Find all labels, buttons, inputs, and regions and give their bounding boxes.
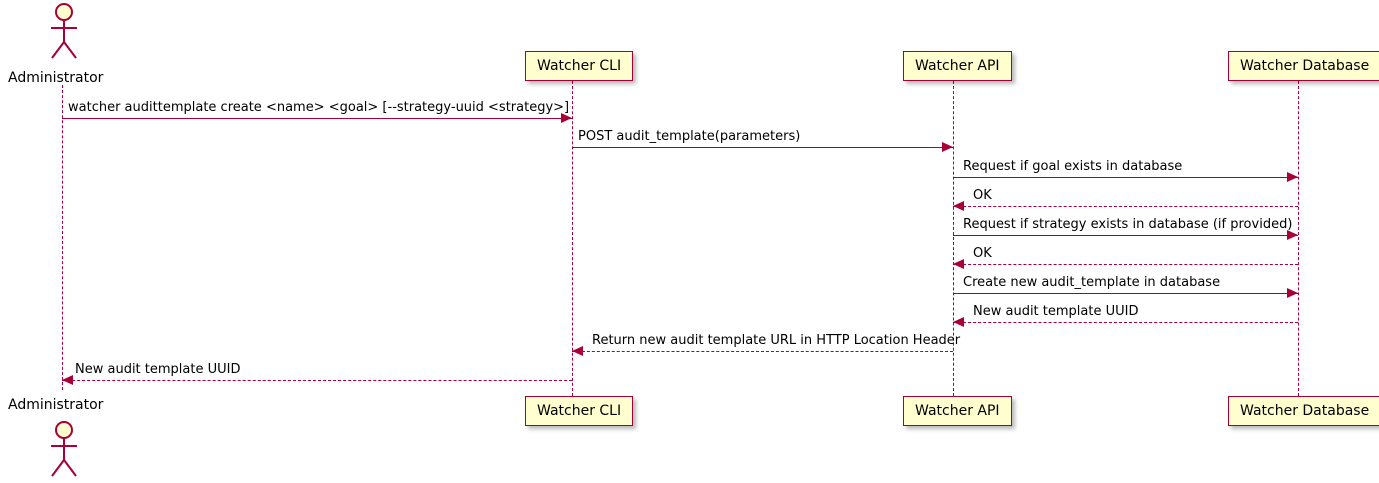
- message-8-label: New audit template UUID: [973, 304, 1139, 319]
- message-3-arrowhead: [1287, 172, 1298, 182]
- message-9-label: Return new audit template URL in HTTP Lo…: [592, 333, 961, 348]
- participant-watcher-api-bottom[interactable]: Watcher API: [903, 396, 1012, 426]
- lifeline-administrator: [62, 85, 63, 390]
- participant-watcher-cli-top[interactable]: Watcher CLI: [525, 51, 634, 81]
- lifeline-watcher-api: [953, 81, 954, 396]
- message-3-line: [953, 177, 1298, 178]
- message-5-line: [953, 235, 1298, 236]
- message-1-label: watcher audittemplate create <name> <goa…: [68, 100, 570, 115]
- message-1-arrowhead: [561, 113, 572, 123]
- participant-watcher-cli-bottom[interactable]: Watcher CLI: [525, 396, 634, 426]
- message-1-line: [62, 118, 572, 119]
- actor-label-administrator-top: Administrator: [8, 70, 104, 86]
- message-10-label: New audit template UUID: [75, 362, 241, 377]
- message-8-arrowhead: [953, 317, 964, 327]
- lifeline-watcher-cli: [572, 81, 573, 396]
- message-6-arrowhead: [953, 259, 964, 269]
- message-5-label: Request if strategy exists in database (…: [963, 217, 1293, 232]
- message-6-line: [953, 264, 1298, 265]
- participant-watcher-database-bottom[interactable]: Watcher Database: [1228, 396, 1379, 426]
- lifeline-watcher-database: [1298, 81, 1299, 396]
- message-5-arrowhead: [1287, 230, 1298, 240]
- message-10-line: [62, 380, 572, 381]
- message-4-arrowhead: [953, 201, 964, 211]
- actor-label-administrator-bottom: Administrator: [8, 397, 104, 413]
- message-10-arrowhead: [62, 375, 73, 385]
- message-7-arrowhead: [1287, 288, 1298, 298]
- message-2-line: [572, 147, 953, 148]
- message-9-line: [572, 351, 953, 352]
- message-8-line: [953, 322, 1298, 323]
- actor-administrator-top: [51, 3, 77, 59]
- message-2-label: POST audit_template(parameters): [578, 129, 801, 144]
- message-7-line: [953, 293, 1298, 294]
- message-6-label: OK: [973, 246, 992, 261]
- participant-watcher-database-top[interactable]: Watcher Database: [1228, 51, 1379, 81]
- actor-administrator-bottom: [51, 421, 77, 477]
- message-7-label: Create new audit_template in database: [963, 275, 1221, 290]
- participant-watcher-api-top[interactable]: Watcher API: [903, 51, 1012, 81]
- message-9-arrowhead: [572, 346, 583, 356]
- message-2-arrowhead: [942, 142, 953, 152]
- message-4-line: [953, 206, 1298, 207]
- message-3-label: Request if goal exists in database: [963, 159, 1183, 174]
- message-4-label: OK: [973, 188, 992, 203]
